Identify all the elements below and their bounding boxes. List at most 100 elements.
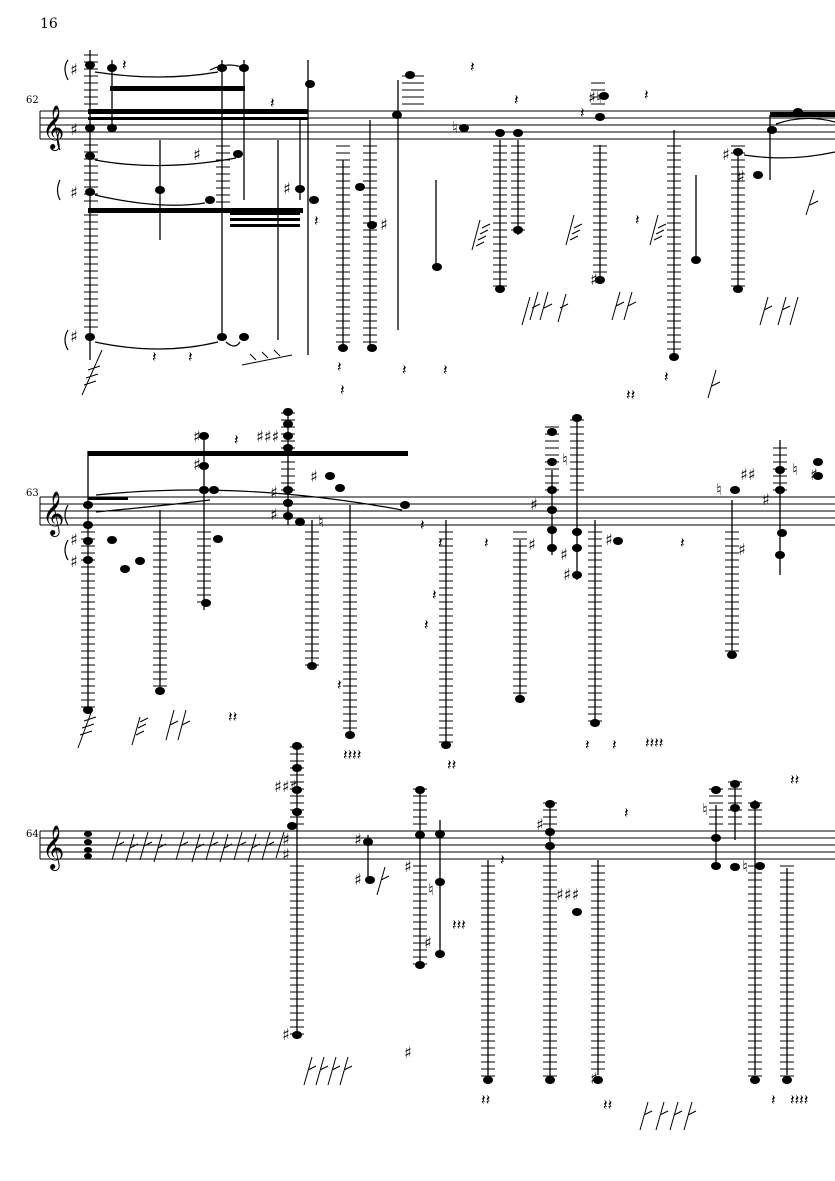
svg-text:♮: ♮	[562, 450, 568, 469]
svg-text:♯: ♯	[404, 1043, 412, 1062]
beams	[88, 451, 408, 500]
svg-text:♯: ♯	[737, 167, 745, 186]
svg-text:𝄽𝄽: 𝄽𝄽	[447, 756, 456, 774]
svg-text:𝄽: 𝄽	[314, 212, 319, 230]
sharp-signs: ♯♯♯ ♯♯♯♯♯ ♯♯♯ ♯♯♯ ♯♯♯ ♯♯♯	[70, 427, 818, 584]
svg-text:𝄽: 𝄽	[612, 736, 617, 754]
svg-text:♯: ♯	[354, 870, 362, 889]
svg-text:𝄽: 𝄽	[402, 361, 407, 379]
ties	[56, 59, 835, 351]
svg-text:♯: ♯	[70, 183, 78, 202]
svg-text:𝄽: 𝄽	[188, 348, 193, 366]
flag-clusters	[303, 866, 697, 1131]
svg-text:𝄽𝄽: 𝄽𝄽	[228, 708, 237, 726]
natural-signs: ♮♮♮ ♮	[318, 450, 798, 531]
ledger-lines	[290, 746, 794, 1077]
svg-text:♯: ♯	[70, 60, 78, 79]
svg-text:𝄽𝄽: 𝄽𝄽	[481, 1091, 490, 1109]
noteheads	[85, 61, 803, 361]
ledger-lines	[84, 54, 745, 350]
svg-text:𝄽: 𝄽	[635, 211, 640, 229]
svg-text:𝄽: 𝄽	[470, 58, 475, 76]
staff-lines	[39, 496, 835, 526]
svg-text:♯: ♯	[282, 830, 290, 849]
svg-text:♯♯♯: ♯♯♯	[274, 777, 297, 796]
svg-text:♯♯♯: ♯♯♯	[256, 427, 279, 446]
svg-text:♯: ♯	[70, 530, 78, 549]
svg-text:♯: ♯	[590, 270, 598, 289]
sharp-signs: ♯♯♯ ♯♯♯ ♯♯♯ ♯♯	[70, 60, 745, 346]
staff-lines	[39, 110, 835, 140]
svg-text:♯♯♯: ♯♯♯	[556, 885, 579, 904]
svg-text:♯: ♯	[282, 1025, 290, 1044]
svg-text:♯: ♯	[193, 427, 201, 446]
svg-text:♯: ♯	[193, 145, 201, 164]
svg-text:♮: ♮	[428, 880, 434, 899]
svg-text:𝄽: 𝄽	[500, 851, 505, 869]
svg-text:♯: ♯	[310, 467, 318, 486]
rests: 𝄽𝄽𝄽 𝄽𝄽𝄽 𝄽𝄽𝄽 𝄽𝄽𝄽 𝄽𝄽𝄽 𝄽𝄽	[122, 56, 669, 404]
svg-text:𝄽: 𝄽	[585, 736, 590, 754]
rests: 𝄽𝄽𝄽 𝄽𝄽𝄽 𝄽𝄽𝄽𝄽 𝄽𝄽𝄽𝄽𝄽𝄽𝄽 𝄽𝄽𝄽𝄽𝄽	[228, 431, 685, 774]
svg-text:♯: ♯	[722, 145, 730, 164]
svg-text:𝄽: 𝄽	[438, 534, 443, 552]
svg-text:𝄽𝄽𝄽𝄽: 𝄽𝄽𝄽𝄽	[343, 746, 361, 764]
ties	[64, 489, 403, 561]
measure-number-62: 62	[26, 95, 39, 106]
svg-text:𝄽: 𝄽	[771, 1091, 776, 1109]
svg-text:♯: ♯	[528, 535, 536, 554]
svg-text:♯: ♯	[536, 815, 544, 834]
svg-text:♮: ♮	[702, 800, 708, 819]
small-grace-cluster	[84, 831, 92, 859]
svg-text:♯: ♯	[590, 1069, 598, 1088]
svg-text:♯: ♯	[605, 530, 613, 549]
svg-text:𝄽: 𝄽	[340, 381, 345, 399]
svg-text:♯: ♯	[354, 830, 362, 849]
svg-text:𝄽: 𝄽	[484, 534, 489, 552]
svg-text:♯: ♯	[283, 179, 291, 198]
svg-text:𝄽𝄽𝄽𝄽: 𝄽𝄽𝄽𝄽	[790, 1091, 808, 1109]
svg-text:𝄽𝄽𝄽: 𝄽𝄽𝄽	[452, 916, 466, 934]
svg-text:♯: ♯	[270, 505, 278, 524]
svg-text:♯: ♯	[282, 845, 290, 864]
svg-text:𝄽: 𝄽	[580, 104, 585, 122]
staff-system-64: 𝄞	[39, 742, 835, 1131]
svg-text:♮: ♮	[596, 88, 602, 107]
svg-text:𝄽: 𝄽	[680, 534, 685, 552]
noteheads	[287, 742, 792, 1084]
svg-text:♯: ♯	[270, 483, 278, 502]
svg-text:𝄽: 𝄽	[424, 616, 429, 634]
svg-text:𝄽: 𝄽	[337, 676, 342, 694]
svg-text:♯: ♯	[563, 565, 571, 584]
svg-text:♮: ♮	[742, 857, 748, 876]
measure-number-63: 63	[26, 488, 39, 499]
rests: 𝄽𝄽𝄽𝄽𝄽 𝄽𝄽𝄽𝄽𝄽𝄽 𝄽𝄽𝄽𝄽𝄽	[452, 771, 808, 1114]
svg-text:♯: ♯	[762, 490, 770, 509]
staff-system-63: 𝄞	[39, 408, 835, 774]
svg-text:𝄽: 𝄽	[624, 804, 629, 822]
svg-text:𝄽: 𝄽	[664, 368, 669, 386]
svg-text:♮: ♮	[716, 480, 722, 499]
svg-text:𝄽: 𝄽	[644, 86, 649, 104]
svg-text:♯♯: ♯♯	[740, 465, 755, 484]
svg-text:♯: ♯	[404, 857, 412, 876]
svg-text:𝄽: 𝄽	[234, 431, 239, 449]
svg-text:♮: ♮	[452, 118, 458, 137]
page-number: 16	[40, 16, 58, 32]
svg-text:𝄽𝄽: 𝄽𝄽	[626, 386, 635, 404]
svg-text:♯: ♯	[70, 327, 78, 346]
svg-text:𝄽: 𝄽	[514, 91, 519, 109]
svg-text:♯: ♯	[193, 455, 201, 474]
flag-clusters	[77, 709, 191, 749]
stems	[87, 410, 781, 745]
svg-text:♯: ♯	[424, 933, 432, 952]
svg-text:𝄽: 𝄽	[152, 348, 157, 366]
flag-clusters	[81, 189, 819, 399]
grace-flags	[111, 831, 285, 863]
svg-text:𝄽: 𝄽	[443, 361, 448, 379]
svg-text:𝄽𝄽𝄽𝄽: 𝄽𝄽𝄽𝄽	[645, 734, 663, 752]
treble-clef-icon: 𝄞	[42, 105, 64, 151]
noteheads	[83, 408, 823, 749]
svg-text:♯: ♯	[380, 215, 388, 234]
